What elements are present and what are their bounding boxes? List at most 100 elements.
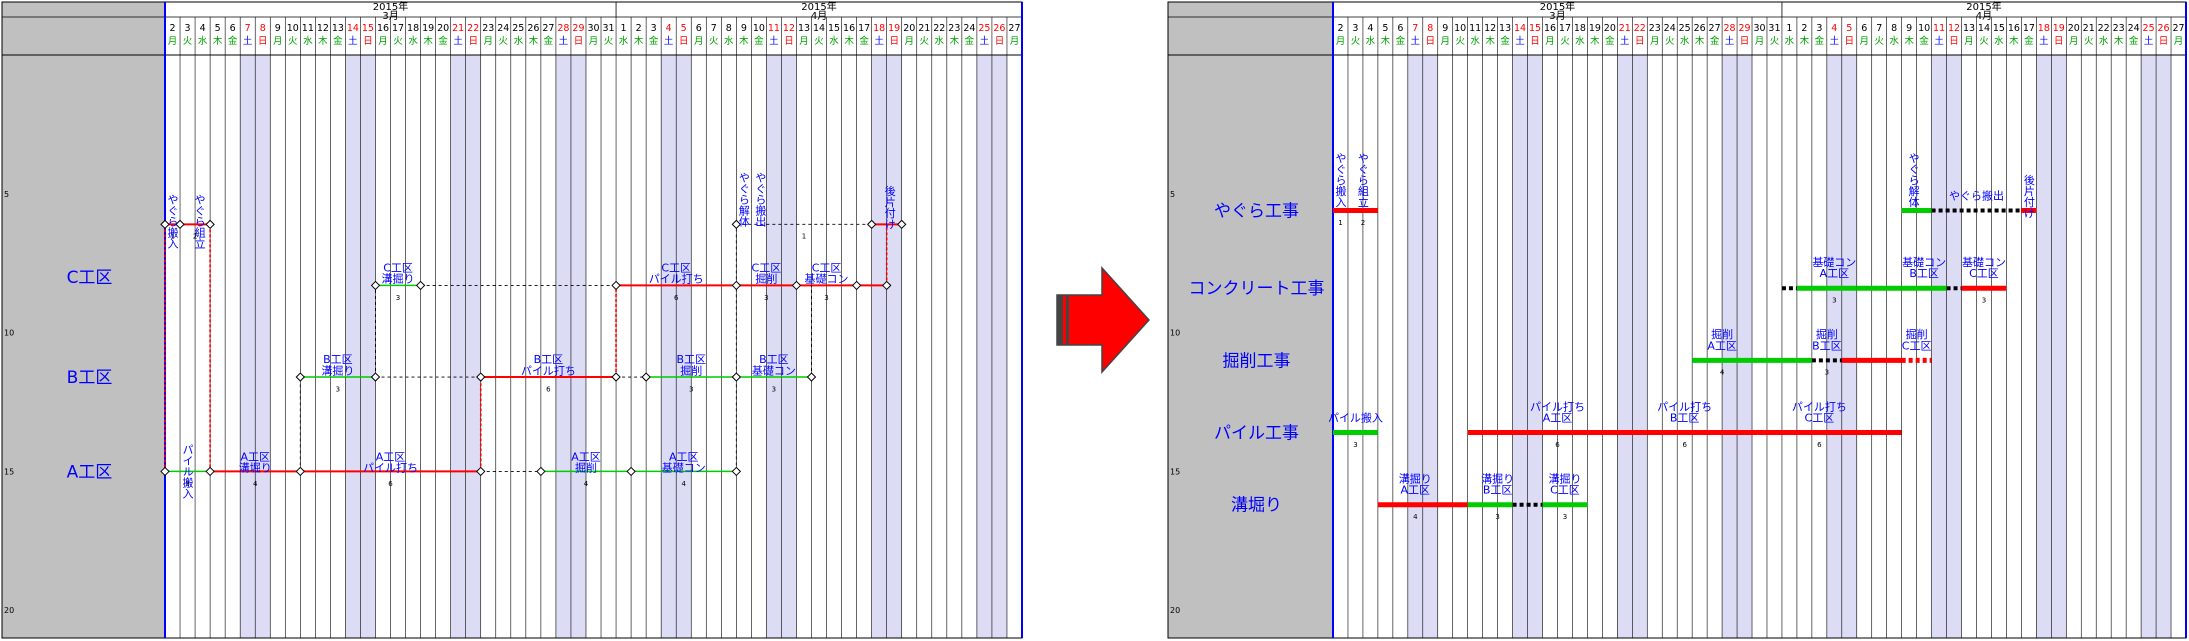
- weekday-label: 金: [1605, 35, 1615, 47]
- network-node: [806, 372, 817, 382]
- weekday-label: 火: [920, 36, 930, 47]
- weekend-band: [1422, 55, 1438, 638]
- row-number: 15: [4, 467, 14, 476]
- day-number: 10: [1454, 23, 1466, 34]
- network-node: [866, 219, 877, 230]
- weekend-band: [2036, 55, 2052, 638]
- activity-label: パイル搬入: [1328, 410, 1383, 424]
- left-network-diagram: 2015年3月2015年4月2月3火4水5木6金7土8日9月10火11水12木1…: [1, 0, 1023, 639]
- day-number: 28: [557, 23, 569, 34]
- network-node: [370, 280, 381, 291]
- duration-label: 6: [546, 385, 551, 393]
- day-number: 19: [1589, 23, 1601, 34]
- weekday-label: 水: [198, 35, 208, 47]
- duration-label: 3: [772, 385, 776, 393]
- network-node: [476, 466, 486, 477]
- weekday-label: 月: [1650, 36, 1660, 47]
- weekend-band: [676, 55, 692, 638]
- activity-label: やぐら解体: [737, 171, 750, 226]
- day-number: 11: [1469, 23, 1481, 34]
- activity-label: A工区: [1543, 411, 1573, 424]
- weekend-band: [2141, 55, 2157, 638]
- day-number: 10: [1918, 23, 1930, 34]
- weekday-label: 水: [1785, 35, 1795, 47]
- day-number: 14: [347, 23, 359, 34]
- day-number: 4: [1367, 23, 1373, 34]
- weekend-band: [570, 55, 586, 638]
- activity-label: A工区: [376, 450, 406, 463]
- weekday-label: 土: [664, 35, 674, 47]
- weekday-label: 月: [1859, 36, 1869, 47]
- activity-label: A工区: [669, 450, 699, 463]
- day-number: 30: [1753, 23, 1765, 34]
- network-node: [295, 372, 306, 382]
- activity-label: 基礎コン: [662, 461, 706, 474]
- weekday-label: 木: [844, 35, 854, 47]
- network-node: [897, 219, 907, 230]
- day-number: 15: [1529, 23, 1541, 34]
- day-number: 20: [437, 23, 449, 34]
- network-node: [611, 372, 621, 382]
- day-number: 23: [2113, 23, 2125, 34]
- day-number: 25: [1679, 23, 1691, 34]
- activity-label: C工区: [661, 262, 691, 275]
- weekend-band: [1512, 55, 1528, 638]
- weekday-label: 土: [1830, 35, 1840, 47]
- weekday-label: 木: [2009, 35, 2019, 47]
- weekend-band: [766, 55, 782, 638]
- weekday-label: 金: [333, 35, 343, 47]
- day-number: 3: [1816, 23, 1822, 34]
- weekday-label: 月: [1545, 36, 1555, 47]
- weekday-label: 月: [1336, 36, 1346, 47]
- activity-label: 掘削: [575, 460, 597, 474]
- network-node: [205, 219, 215, 230]
- weekend-band: [1617, 55, 1633, 638]
- network-node: [476, 372, 486, 382]
- activity-label: 掘削: [1906, 327, 1928, 341]
- activity-label: やぐら搬出: [754, 171, 767, 226]
- weekday-label: 火: [1979, 36, 1989, 47]
- weekday-label: 火: [393, 36, 403, 47]
- network-node: [731, 280, 742, 291]
- day-number: 6: [1861, 23, 1867, 34]
- activity-label: B工区: [1483, 484, 1513, 497]
- weekday-label: 金: [965, 35, 975, 47]
- duration-label: 1: [170, 233, 174, 241]
- weekday-label: 木: [529, 35, 539, 47]
- network-node: [370, 372, 381, 382]
- activity-label: C工区: [1550, 484, 1580, 497]
- day-number: 15: [828, 23, 840, 34]
- network-node: [731, 372, 742, 382]
- activity-label: B工区: [534, 353, 564, 366]
- day-number: 1: [1786, 23, 1792, 34]
- weekday-label: 水: [619, 35, 629, 47]
- duration-label: 2: [1361, 219, 1365, 227]
- day-number: 26: [1694, 23, 1706, 34]
- day-number: 7: [1412, 23, 1418, 34]
- day-number: 1: [621, 23, 627, 34]
- weekday-label: 木: [634, 35, 644, 47]
- activity-label: C工区: [383, 262, 413, 275]
- weekday-label: 木: [1381, 35, 1391, 47]
- duration-label: 1: [1338, 219, 1342, 227]
- weekday-label: 月: [799, 36, 809, 47]
- duration-label: 3: [1825, 369, 1829, 377]
- row-number: 10: [1170, 329, 1180, 338]
- network-node: [160, 466, 170, 477]
- day-number: 5: [1382, 23, 1388, 34]
- day-number: 26: [993, 23, 1005, 34]
- activity-label: パイル打ち: [1657, 399, 1712, 413]
- activity-label: 後片付け: [883, 184, 896, 229]
- weekday-label: 火: [2084, 36, 2094, 47]
- network-node: [295, 466, 306, 477]
- weekday-label: 火: [288, 36, 298, 47]
- day-number: 3: [1352, 23, 1358, 34]
- weekday-label: 日: [1949, 36, 1959, 47]
- day-number: 12: [317, 23, 329, 34]
- weekday-label: 日: [1426, 36, 1436, 47]
- activity-label: A工区: [571, 450, 601, 463]
- month-label-march: 3月: [1549, 10, 1565, 22]
- weekend-band: [1722, 55, 1738, 638]
- activity-label: 溝掘り: [1399, 472, 1432, 486]
